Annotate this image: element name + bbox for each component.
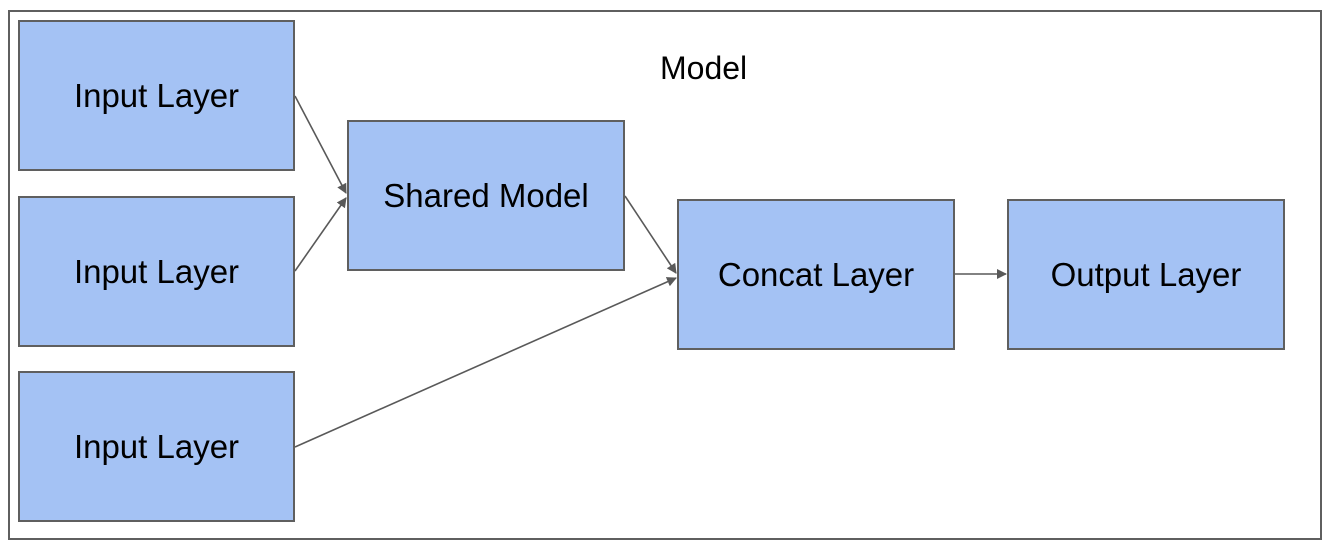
input-layer-node-1: Input Layer	[18, 20, 295, 171]
model-container	[8, 10, 1322, 540]
node-label: Concat Layer	[717, 255, 915, 293]
node-label: Shared Model	[383, 176, 589, 214]
node-label: Input Layer	[73, 76, 240, 114]
diagram-title: Model	[660, 50, 748, 86]
node-label: Output Layer	[1050, 255, 1242, 293]
node-label: Input Layer	[73, 427, 240, 465]
output-layer-node: Output Layer	[1007, 199, 1285, 350]
concat-layer-node: Concat Layer	[677, 199, 955, 350]
input-layer-node-3: Input Layer	[18, 371, 295, 522]
node-label: Input Layer	[73, 252, 240, 290]
shared-model-node: Shared Model	[347, 120, 625, 271]
input-layer-node-2: Input Layer	[18, 196, 295, 347]
